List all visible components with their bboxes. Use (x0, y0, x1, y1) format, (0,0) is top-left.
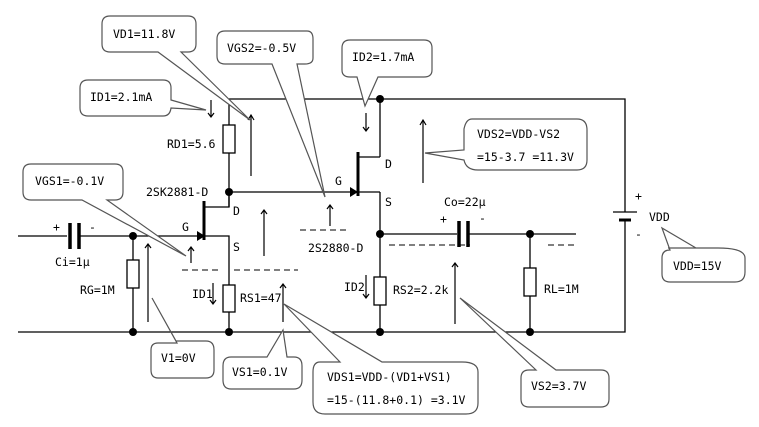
label-id1: ID1 (192, 287, 213, 301)
label-co: Co=22μ (444, 195, 486, 209)
callout-id1-text: ID1=2.1mA (90, 90, 152, 104)
capacitor-co (457, 221, 470, 247)
callout-vds1-text-line1: VDS1=VDD-(VD1+VS1) (327, 370, 452, 384)
callout-vd1-text: VD1=11.8V (113, 27, 175, 41)
label-id2: ID2 (344, 280, 365, 294)
callout-vd1: VD1=11.8V (101, 15, 251, 121)
callout-vs2-text: VS2=3.7V (531, 379, 586, 393)
label-rs1: RS1=47 (240, 291, 282, 305)
label-ci-minus: - (89, 220, 96, 234)
label-rd1: RD1=5.6 (167, 137, 216, 151)
label-co-plus: + (440, 212, 447, 226)
resistor-rl (523, 267, 537, 297)
label-rg: RG=1M (80, 283, 115, 297)
label-co-minus: - (479, 211, 486, 225)
label-rs2: RS2=2.2k (393, 283, 448, 297)
callout-vds2-text-line1: VDS2=VDD-VS2 (477, 127, 560, 141)
label-d2: D (385, 157, 392, 171)
transistor-q2 (350, 152, 360, 197)
callout-id2: ID2=1.7mA (341, 39, 433, 108)
callout-v1: V1=0V (150, 297, 215, 379)
label-vdd-minus: - (635, 227, 642, 241)
transistor-q1 (197, 201, 206, 241)
callout-vgs2: VGS2=-0.5V (216, 30, 326, 198)
callout-vgs1: VGS1=-0.1V (22, 163, 187, 257)
callout-v1-text: V1=0V (161, 351, 196, 365)
callout-vs2: VS2=3.7V (459, 297, 610, 408)
label-g1: G (182, 220, 189, 234)
callout-vds2: VDS2=VDD-VS2 =15-3.7 =11.3V (424, 118, 588, 171)
callout-id2-text: ID2=1.7mA (352, 50, 414, 64)
label-ci: Ci=1μ (55, 255, 90, 269)
measurement-arrows (144, 100, 459, 324)
callout-vs1: VS1=0.1V (222, 328, 303, 390)
label-q2: 2S2880-D (308, 241, 363, 255)
capacitor-ci (68, 223, 81, 249)
callout-vdd: VDD=15V (660, 226, 746, 283)
label-d1: D (233, 204, 240, 218)
callout-vds1-text-line2: =15-(11.8+0.1) =3.1V (327, 393, 466, 407)
resistor-rg (126, 259, 140, 289)
label-s2: S (385, 195, 392, 209)
callout-vds2-text-line2: =15-3.7 =11.3V (477, 150, 574, 164)
resistor-rd1 (222, 124, 236, 154)
top-rail (229, 98, 626, 198)
junction-dots (129, 95, 534, 336)
label-vdd-plus: + (635, 189, 642, 203)
label-q1: 2SK2881-D (146, 185, 208, 199)
label-rl: RL=1M (544, 282, 579, 296)
wires (18, 98, 626, 333)
bottom-rail (18, 228, 626, 333)
label-vdd: VDD (649, 210, 670, 224)
callout-vdd-text: VDD=15V (673, 259, 722, 273)
label-ci-plus: + (53, 220, 60, 234)
resistor-rs1 (222, 284, 236, 313)
callout-vs1-text: VS1=0.1V (232, 365, 287, 379)
label-g2: G (335, 174, 342, 188)
label-s1: S (233, 240, 240, 254)
resistor-rs2 (373, 276, 387, 306)
callout-id1: ID1=2.1mA (79, 79, 207, 117)
battery-vdd (613, 198, 637, 228)
callout-vgs2-text: VGS2=-0.5V (227, 41, 296, 55)
dashed-lines (182, 229, 576, 271)
callout-vgs1-text: VGS1=-0.1V (35, 174, 104, 188)
callout-vds1: VDS1=VDD-(VD1+VS1) =15-(11.8+0.1) =3.1V (283, 303, 479, 415)
